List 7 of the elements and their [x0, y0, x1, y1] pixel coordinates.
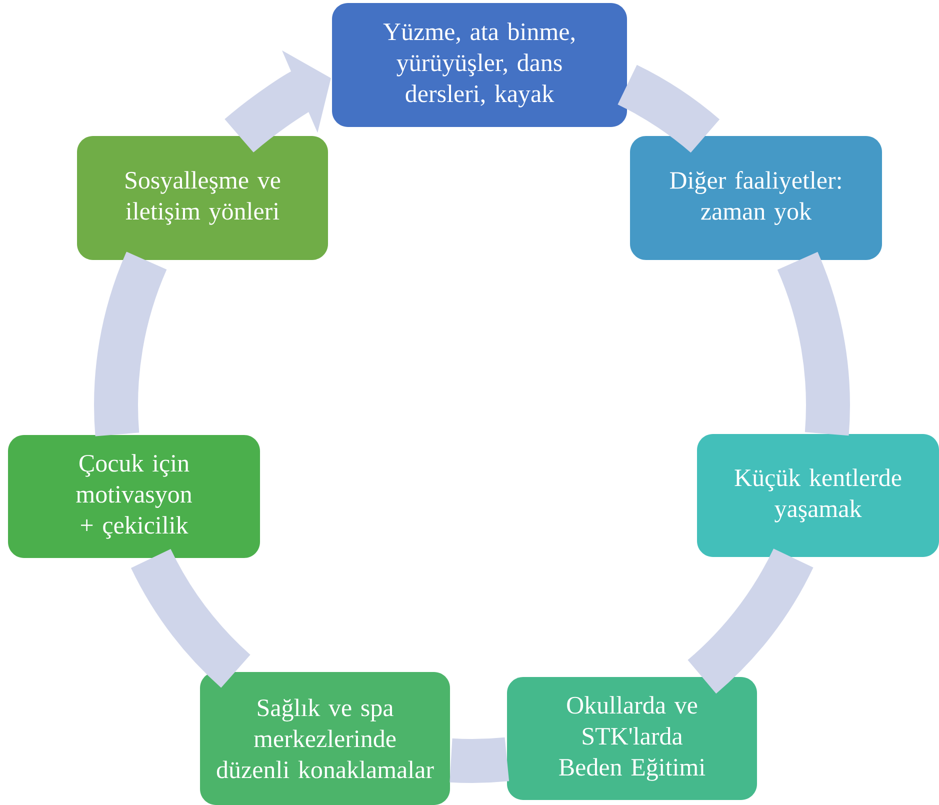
process-box: Çocuk için motivasyon + çekicilik: [8, 435, 260, 558]
process-box: Yüzme, ata binme, yürüyüşler, dans dersleri, kayak: [332, 3, 627, 127]
process-box: Diğer faaliyetler: zaman yok: [630, 136, 882, 260]
process-box: Okullarda ve STK'larda Beden Eğitimi: [507, 677, 757, 800]
process-box: Sosyalleşme ve iletişim yönleri: [77, 136, 328, 260]
process-box: Sağlık ve spa merkezlerinde düzenli konaklamalar: [200, 672, 450, 805]
process-box: Küçük kentlerde yaşamak: [697, 434, 939, 557]
